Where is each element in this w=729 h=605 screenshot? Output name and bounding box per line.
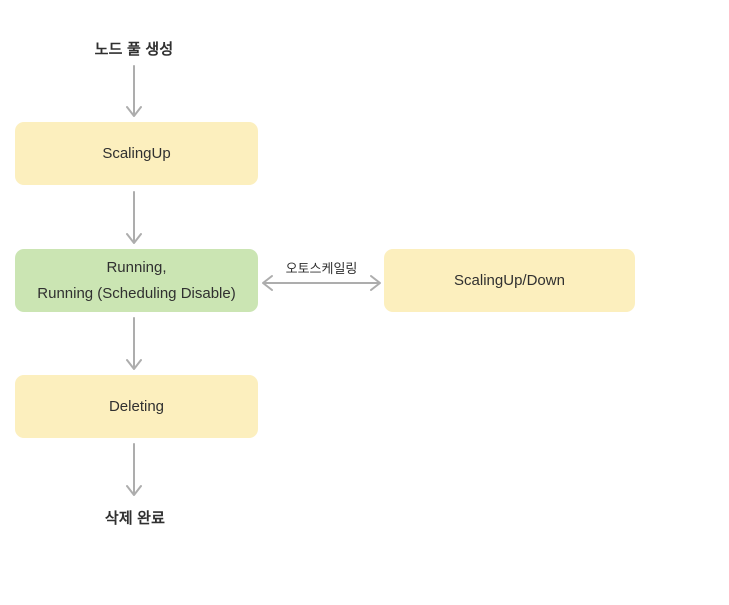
node-running-label-line2: Running (Scheduling Disable) [37,284,236,302]
start-label: 노드 풀 생성 [94,41,174,58]
node-scalingup: ScalingUp [15,122,258,185]
arrow-autoscaling-bidirectional-icon [262,275,381,291]
node-scalingup-down: ScalingUp/Down [384,249,635,312]
node-running: Running, Running (Scheduling Disable) [15,249,258,312]
node-deleting-label: Deleting [108,397,165,415]
arrow-scalingup-to-running-icon [126,191,142,244]
end-label: 삭제 완료 [104,510,166,527]
node-running-label-line1: Running, [106,258,167,276]
node-scalingup-down-label: ScalingUp/Down [454,271,565,289]
node-deleting: Deleting [15,375,258,438]
arrow-start-to-scalingup-icon [126,65,142,117]
arrow-running-to-deleting-icon [126,317,142,370]
autoscaling-edge-label: 오토스케일링 [285,261,358,276]
arrow-deleting-to-end-icon [126,443,142,496]
node-scalingup-label: ScalingUp [102,144,171,162]
